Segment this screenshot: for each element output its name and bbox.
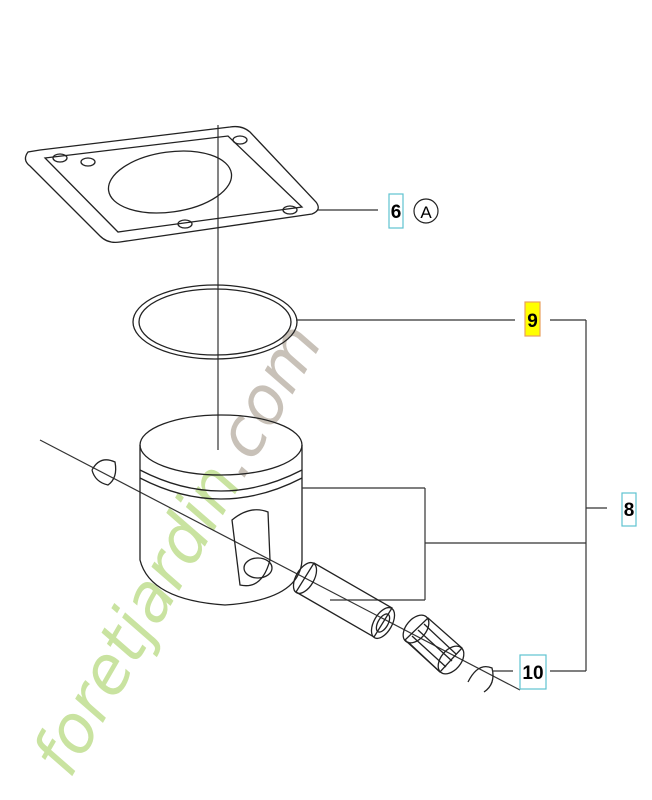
- cylinder-gasket: [24, 125, 319, 244]
- piston: [139, 414, 586, 606]
- callout-6[interactable]: 6: [388, 193, 404, 229]
- watermark-text: foretjardin.com: [17, 310, 337, 788]
- callout-8[interactable]: 8: [621, 492, 637, 527]
- watermark: foretjardin.com: [17, 310, 337, 788]
- circlip-right: [467, 665, 494, 693]
- svg-text:9: 9: [527, 311, 538, 332]
- pin-axis-line: [39, 439, 521, 691]
- piston-pin: [292, 561, 396, 640]
- callout-a[interactable]: A: [413, 198, 439, 224]
- callout-10[interactable]: 10: [519, 654, 547, 690]
- circlip-left: [91, 459, 117, 486]
- needle-bearing: [402, 614, 465, 675]
- svg-text:10: 10: [522, 663, 543, 684]
- svg-text:6: 6: [391, 202, 402, 223]
- svg-text:8: 8: [624, 500, 635, 521]
- svg-text:A: A: [420, 203, 432, 222]
- callout-9[interactable]: 9: [524, 301, 541, 337]
- piston-ring: [132, 284, 298, 360]
